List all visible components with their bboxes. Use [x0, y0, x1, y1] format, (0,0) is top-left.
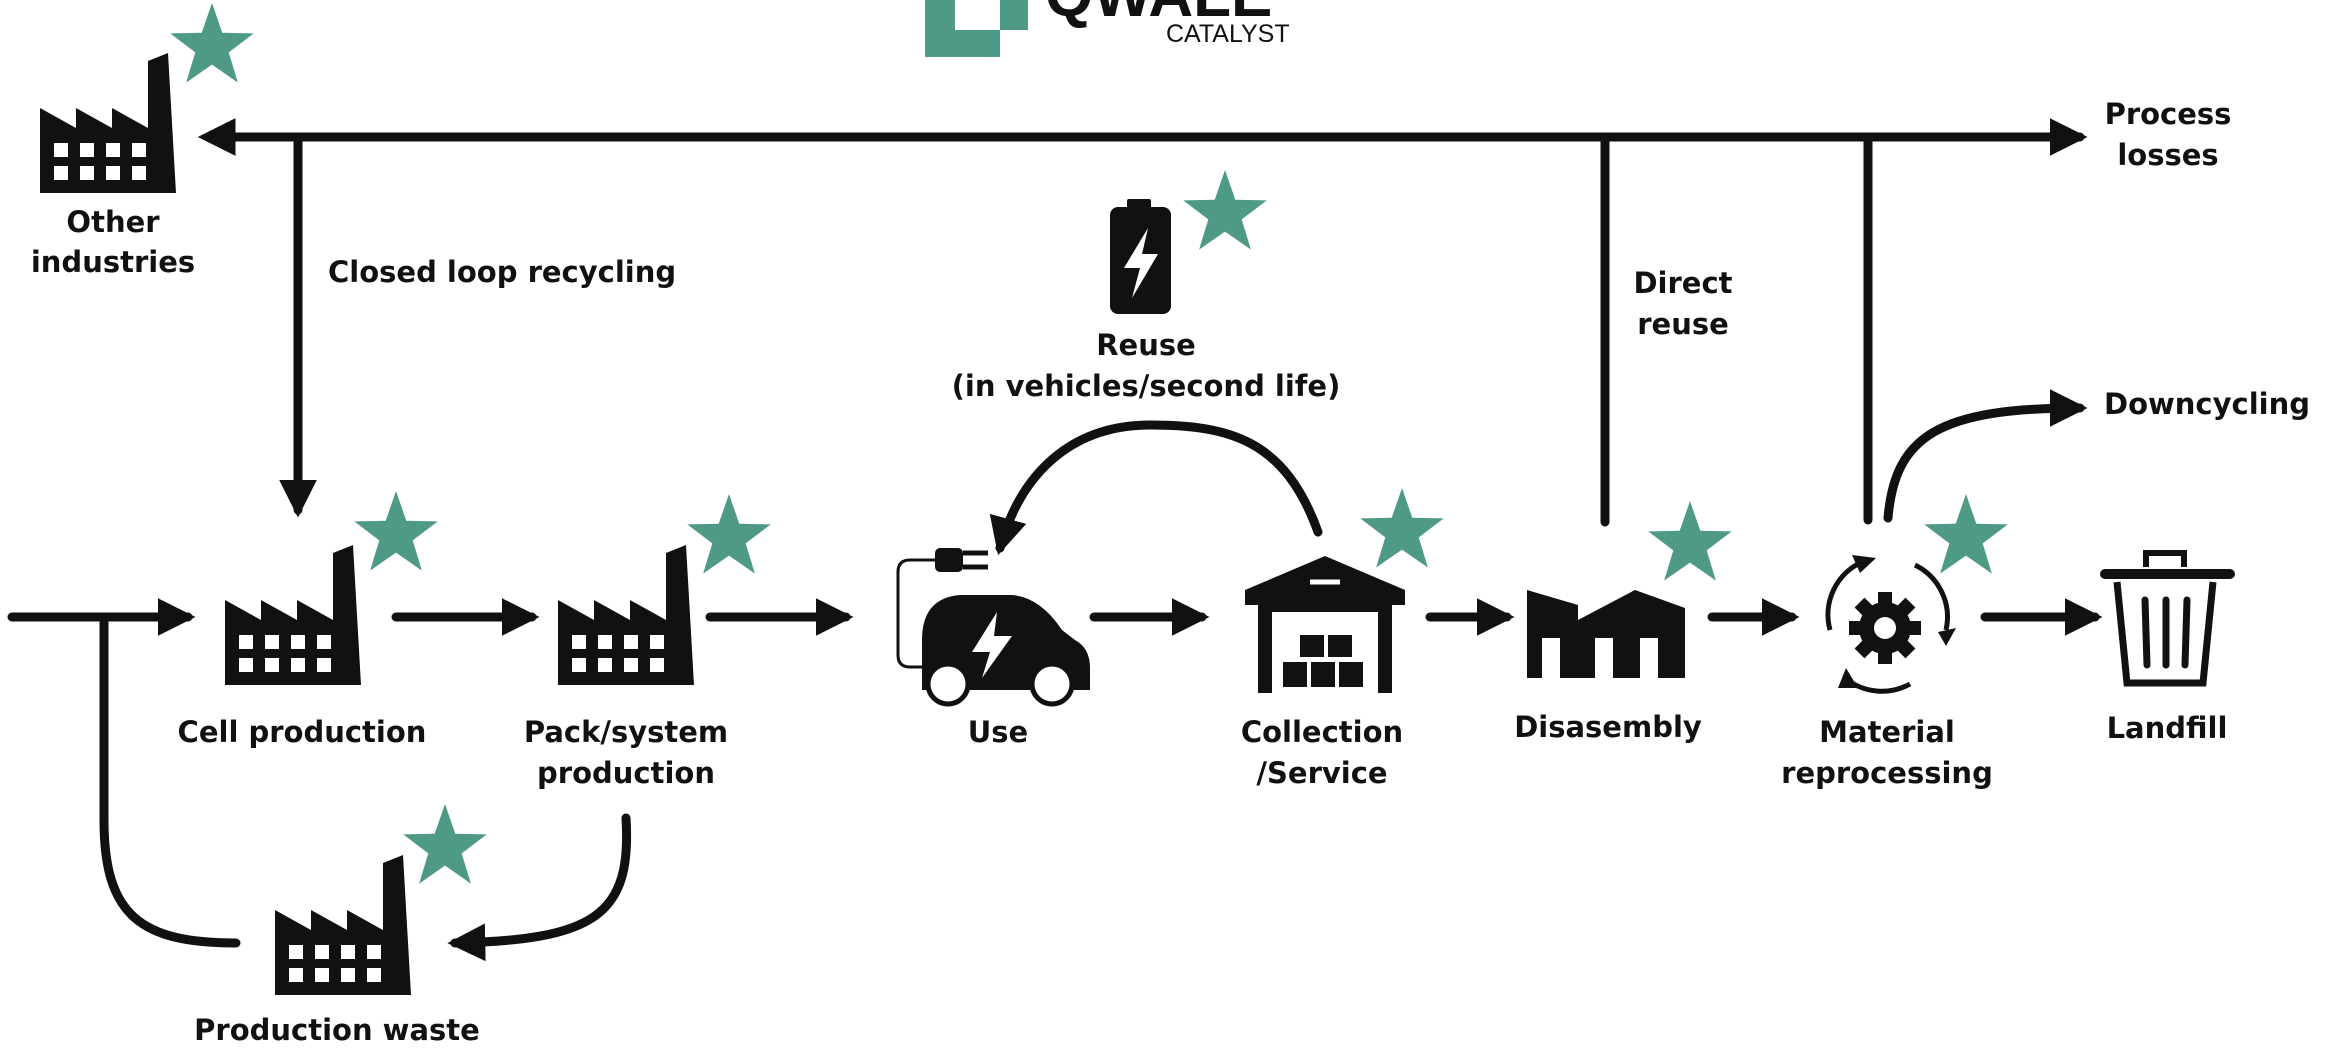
star-other-industries-icon	[170, 3, 254, 83]
reuse-label-2: (in vehicles/second life)	[952, 369, 1341, 403]
electric-car-icon	[896, 548, 1090, 707]
star-collection-icon	[1360, 488, 1444, 568]
logo-brand: QWALE	[1045, 0, 1272, 30]
star-reprocessing-icon	[1924, 494, 2008, 574]
star-pack-production-icon	[687, 494, 771, 574]
process-losses-label-2: losses	[2117, 138, 2218, 172]
disassembly-label: Disasembly	[1514, 710, 1702, 744]
direct-reuse-label-2: reuse	[1637, 307, 1729, 341]
direct-reuse-label-1: Direct	[1633, 266, 1732, 300]
other-industries-factory-icon	[40, 53, 176, 193]
other-industries-label-2: industries	[31, 245, 195, 279]
reprocessing-label-1: Material	[1819, 715, 1955, 749]
flow-lines	[7, 118, 2103, 962]
trash-can-icon	[2100, 550, 2235, 687]
use-label: Use	[968, 715, 1028, 749]
star-production-waste-icon	[403, 804, 487, 884]
collection-label-1: Collection	[1241, 715, 1403, 749]
collection-label-2: /Service	[1256, 756, 1387, 790]
waste-return-line	[99, 615, 241, 948]
waste-arrow	[447, 813, 632, 962]
production-waste-factory-icon	[275, 855, 411, 995]
reuse-loop-arrow	[989, 420, 1323, 556]
workshop-icon	[1527, 590, 1685, 678]
warehouse-icon	[1245, 556, 1405, 693]
cell-production-factory-icon	[225, 545, 361, 685]
landfill-label: Landfill	[2107, 711, 2228, 745]
pack-production-label-2: production	[537, 756, 715, 790]
other-industries-label-1: Other	[66, 205, 160, 239]
downcycling-label: Downcycling	[2104, 387, 2310, 421]
star-cell-production-icon	[354, 491, 438, 571]
battery-icon	[1110, 199, 1171, 314]
logo-subtitle: CATALYST	[1166, 20, 1290, 48]
brand-logo: QWALE CATALYST	[925, 0, 1290, 57]
reprocessing-label-2: reprocessing	[1781, 756, 1993, 790]
star-reuse-icon	[1183, 170, 1267, 250]
cell-production-label: Cell production	[178, 715, 427, 749]
pack-production-label-1: Pack/system	[524, 715, 728, 749]
production-waste-label: Production waste	[194, 1013, 480, 1046]
downcycling-arrow	[1883, 389, 2088, 523]
recycle-gear-icon	[1825, 555, 1956, 694]
star-disassembly-icon	[1648, 501, 1732, 581]
reuse-label-1: Reuse	[1096, 328, 1196, 362]
closed-loop-label: Closed loop recycling	[328, 255, 676, 289]
pack-production-factory-icon	[558, 545, 694, 685]
process-losses-label-1: Process	[2105, 97, 2232, 131]
